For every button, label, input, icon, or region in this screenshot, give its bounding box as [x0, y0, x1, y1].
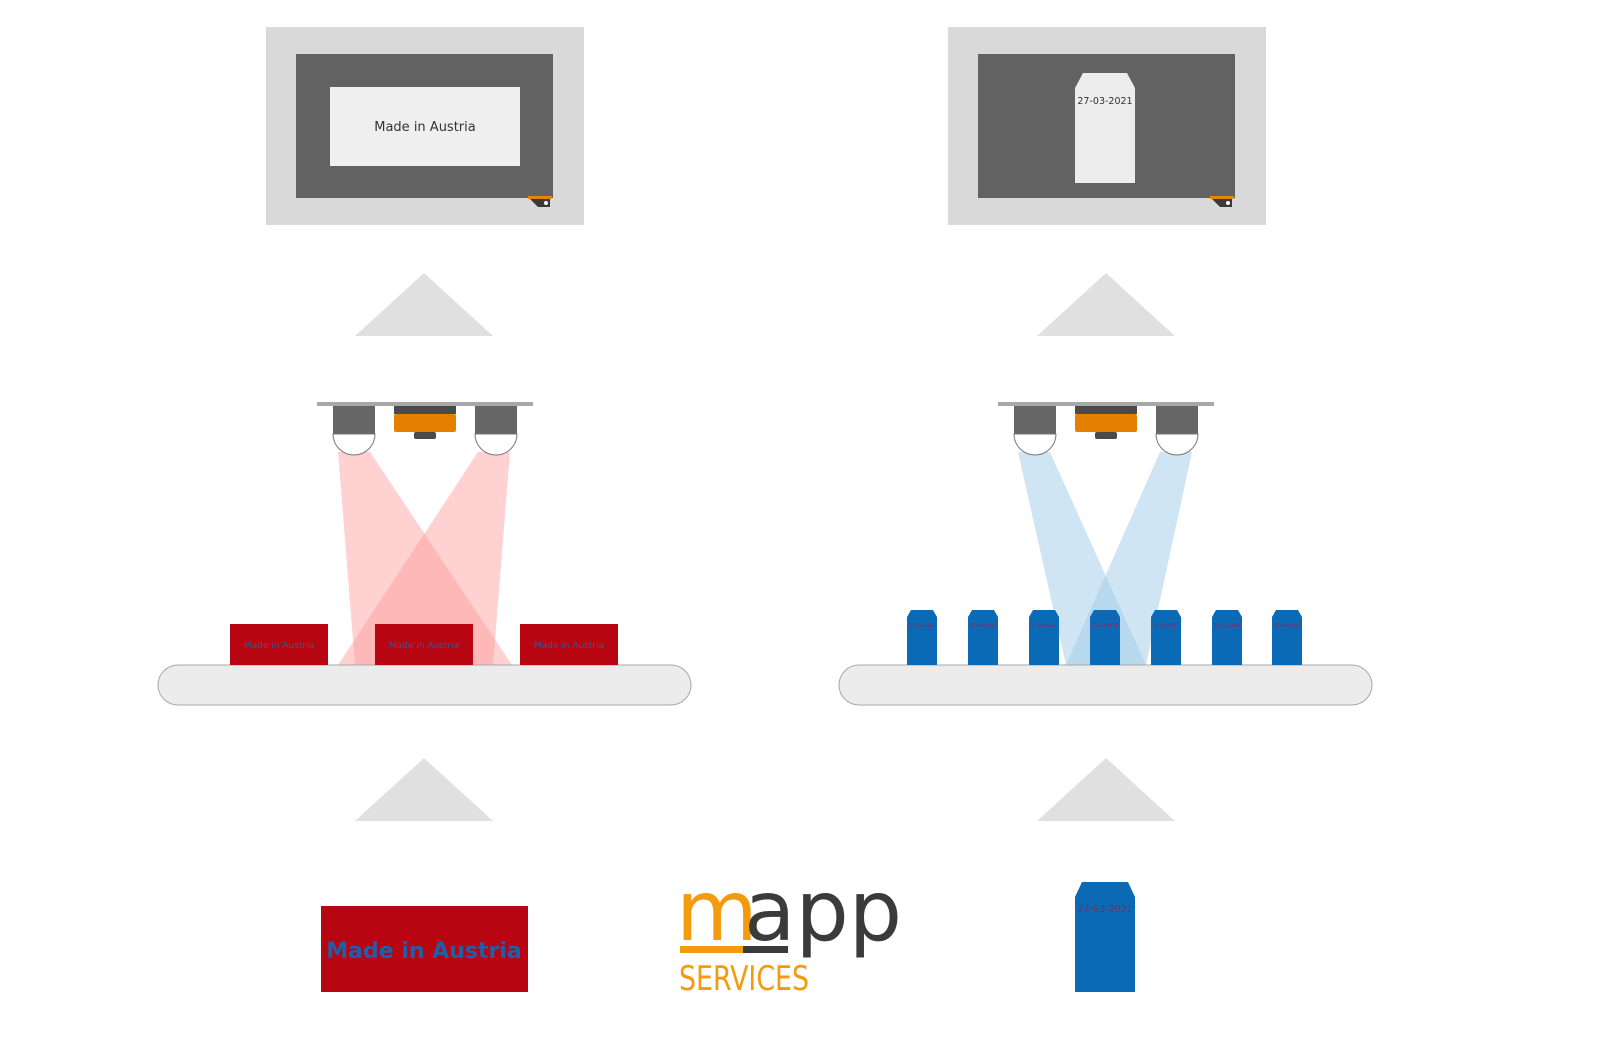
right-conveyor	[838, 664, 1373, 706]
arrow-up-icon	[355, 758, 493, 821]
right-sample-product	[1075, 882, 1135, 992]
right-monitor: 27-03-2021	[948, 27, 1266, 225]
bottle	[907, 610, 937, 665]
mapp-services-logo: m app SERVICES	[676, 862, 902, 999]
screen-text: Made in Austria	[374, 120, 475, 135]
bottle	[1272, 610, 1302, 665]
right-products: 27-03-2021 27-03-2021 27-03-2021 27-03-2021…	[907, 610, 1302, 665]
screen-bottle-image	[1075, 73, 1135, 183]
arrow-up-icon	[1037, 273, 1175, 336]
left-conveyor	[157, 664, 692, 706]
left-monitor: Made in Austria	[266, 27, 584, 225]
arrow-up-icon	[355, 273, 493, 336]
arrow-up-icon	[1037, 758, 1175, 821]
product-label: Made in Austria	[244, 641, 314, 651]
logo-m: m	[676, 862, 758, 960]
product-label: 27-03-2021	[1031, 623, 1057, 629]
product-label: 27-03-2021	[1153, 623, 1179, 629]
product-label: 27-03-2021	[1274, 623, 1300, 629]
left-sample-product	[321, 906, 528, 992]
product-label: Made in Austria	[389, 641, 459, 651]
sample-label: Made in Austria	[326, 939, 521, 964]
right-sensor	[998, 402, 1214, 456]
product-label: 27-03-2021	[1092, 623, 1118, 629]
left-sensor	[317, 402, 533, 456]
bottle	[968, 610, 998, 665]
bottle	[1029, 610, 1059, 665]
left-products: Made in Austria Made in Austria Made in …	[230, 624, 618, 665]
logo-app: app	[744, 862, 902, 960]
bottle	[1151, 610, 1181, 665]
left-beams	[338, 452, 512, 665]
product-label: 27-03-2021	[909, 623, 935, 629]
product-label: 27-03-2021	[970, 623, 996, 629]
product-label: Made in Austria	[534, 641, 604, 651]
sample-label: 27-03-2021	[1077, 904, 1132, 915]
screen-text: 27-03-2021	[1077, 96, 1132, 107]
product-label: 27-03-2021	[1214, 623, 1240, 629]
screen-label-image	[330, 87, 520, 166]
bottle	[1212, 610, 1242, 665]
logo-services: SERVICES	[679, 959, 809, 999]
bottle	[1090, 610, 1120, 665]
